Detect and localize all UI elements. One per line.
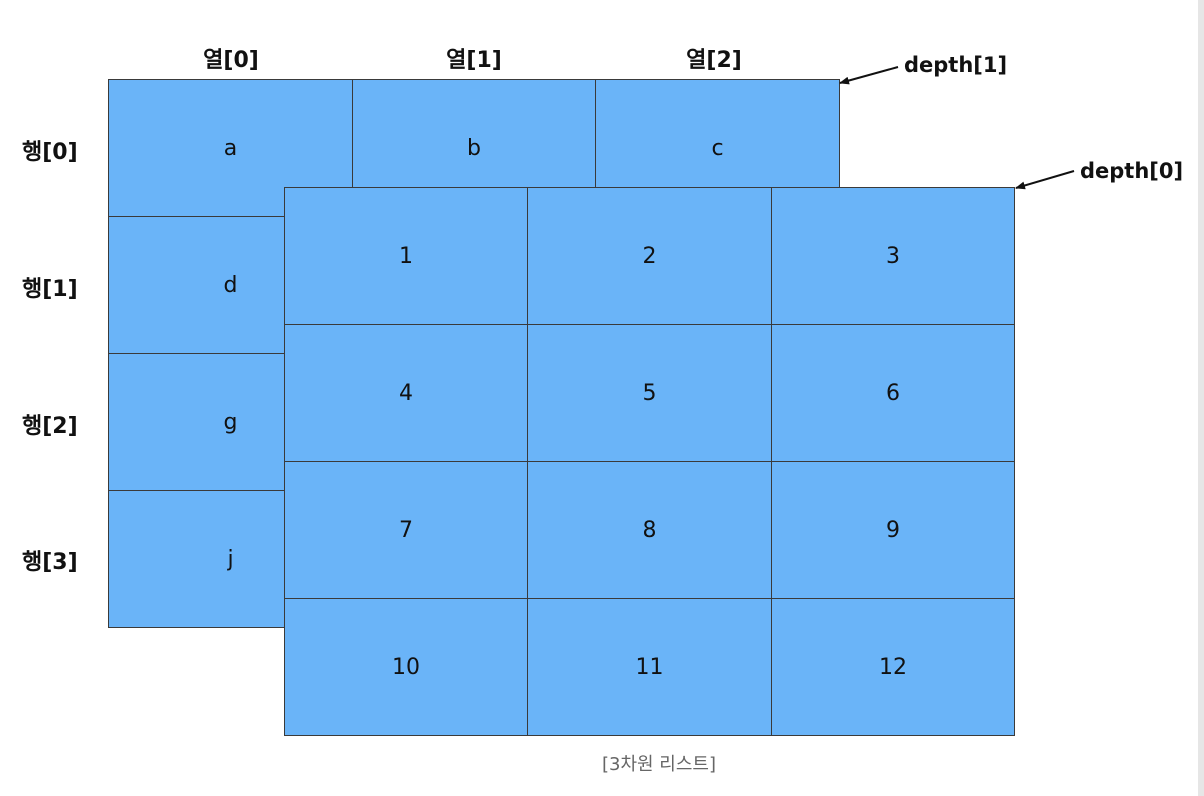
row-label-2: 행[2]	[22, 414, 78, 439]
depth0-cell-1-0: 4	[285, 325, 528, 462]
depth0-cell-2-1: 8	[528, 462, 772, 599]
depth0-cell-2-0: 7	[285, 462, 528, 599]
depth0-cell-3-1: 11	[528, 599, 772, 736]
depth0-cell-2-2: 9	[772, 462, 1015, 599]
row-label-3: 행[3]	[22, 550, 78, 575]
column-label-0: 열[0]	[203, 48, 259, 73]
depth1-arrow	[839, 66, 899, 85]
depth0-cell-0-0: 1	[285, 188, 528, 325]
row-label-0: 행[0]	[22, 140, 78, 165]
depth1-cell-0-0: a	[109, 80, 353, 217]
depth0-cell-1-2: 6	[772, 325, 1015, 462]
depth0-label: depth[0]	[1080, 159, 1184, 183]
right-edge-shade	[1198, 0, 1204, 796]
depth0-cell-3-0: 10	[285, 599, 528, 736]
row-label-1: 행[1]	[22, 277, 78, 302]
depth0-cell-1-1: 5	[528, 325, 772, 462]
depth0-cell-3-2: 12	[772, 599, 1015, 736]
depth0-grid: 1 2 3 4 5 6 7 8 9 10 11 12	[284, 187, 1015, 736]
column-label-2: 열[2]	[686, 48, 742, 73]
depth0-arrow	[1015, 170, 1075, 190]
figure-caption: [3차원 리스트]	[601, 754, 717, 775]
column-label-1: 열[1]	[446, 48, 502, 73]
depth1-label: depth[1]	[904, 53, 1008, 77]
depth0-cell-0-1: 2	[528, 188, 772, 325]
depth0-cell-0-2: 3	[772, 188, 1015, 325]
